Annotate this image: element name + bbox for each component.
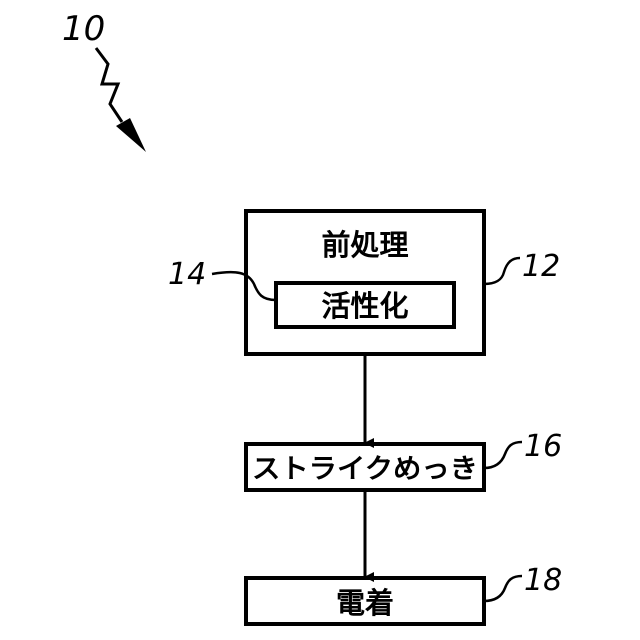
strike-plating-ref-label: 16 <box>524 429 562 464</box>
figure-ref-arrowhead <box>116 118 146 152</box>
figure-ref-leader <box>96 48 122 122</box>
pretreatment-ref-label: 12 <box>522 249 560 284</box>
pretreatment-label: 前処理 <box>321 228 408 262</box>
figure-ref-label: 10 <box>62 9 105 49</box>
electrodeposition-ref-label: 18 <box>524 563 562 598</box>
electrodeposition-ref-leader <box>484 576 522 601</box>
activation-label: 活性化 <box>321 289 408 323</box>
strike-plating-ref-leader <box>484 442 522 468</box>
strike-plating-label: ストライクめっき <box>252 454 478 485</box>
activation-ref-label: 14 <box>168 257 206 292</box>
pretreatment-ref-leader <box>484 258 520 284</box>
electrodeposition-label: 電着 <box>336 586 394 620</box>
